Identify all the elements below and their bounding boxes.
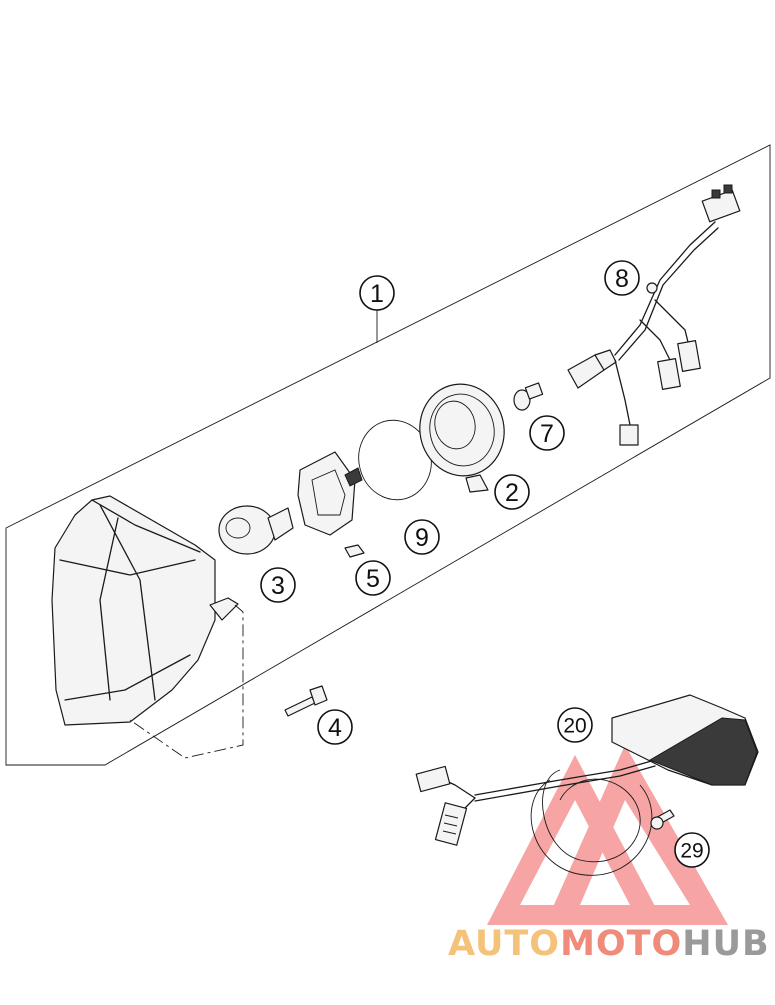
svg-text:5: 5: [366, 565, 380, 593]
svg-text:29: 29: [680, 840, 703, 863]
auxiliary-wiring-harness: [415, 759, 656, 876]
reflector-bowl: [419, 383, 505, 493]
callout-20: 20: [557, 707, 593, 743]
svg-text:8: 8: [615, 265, 629, 293]
bulb-holder-ring: [297, 451, 363, 536]
callout-8: 8: [604, 260, 640, 296]
svg-text:7: 7: [540, 420, 554, 448]
svg-text:1: 1: [370, 280, 384, 308]
wiring-harness: [567, 184, 741, 446]
alignment-dashed-line: [129, 604, 244, 759]
small-screw-part: [650, 809, 675, 830]
svg-text:4: 4: [328, 714, 342, 742]
clip-part: [344, 544, 365, 558]
kit-outline-box: [5, 144, 771, 766]
svg-text:2: 2: [505, 479, 519, 507]
callout-3: 3: [260, 567, 296, 603]
svg-text:20: 20: [563, 715, 586, 738]
callout-29: 29: [674, 832, 710, 868]
headlight-bulb: [218, 505, 294, 555]
svg-text:3: 3: [271, 572, 285, 600]
watermark-triangle-logo: [487, 745, 728, 925]
headlight-mask: [51, 495, 239, 726]
screw-part: [284, 685, 328, 717]
callout-4: 4: [317, 709, 353, 745]
svg-text:9: 9: [415, 524, 429, 552]
parking-bulb: [513, 382, 544, 411]
callout-9: 9: [404, 519, 440, 555]
headlight-cover-panel: [611, 694, 759, 786]
watermark-hub: HUB: [682, 924, 769, 964]
watermark-text: AUTOMOTOHUB: [448, 924, 770, 964]
watermark-auto: AUTO: [448, 924, 560, 964]
watermark-moto: MOTO: [560, 924, 682, 964]
callout-5: 5: [355, 560, 391, 596]
callout-2: 2: [494, 474, 530, 510]
callout-7: 7: [529, 415, 565, 451]
callout-1: 1: [359, 275, 395, 311]
